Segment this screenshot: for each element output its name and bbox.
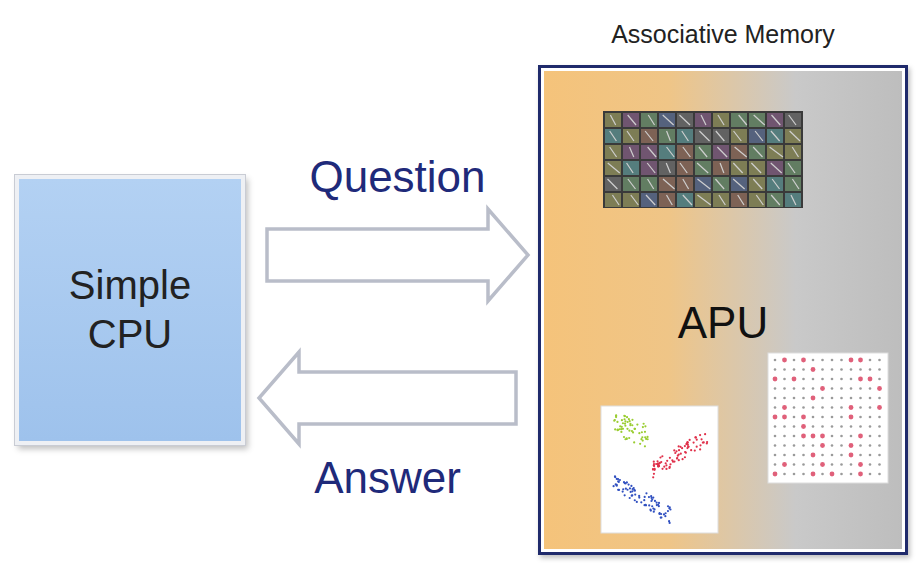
edge-label: Question (309, 155, 485, 199)
node-heading: Associative Memory (521, 20, 917, 49)
block-arrow (267, 209, 528, 301)
memory-box: Associative MemoryAPU (538, 65, 908, 555)
block-arrow (259, 352, 516, 444)
edge-label: Answer (314, 456, 461, 500)
matrix-plot (768, 353, 888, 483)
scatter-plot (601, 406, 718, 533)
node-label: Simple CPU (50, 261, 210, 359)
filter-grid (603, 111, 803, 208)
scatter-points (612, 414, 708, 524)
node-label: APU (541, 298, 905, 348)
matrix-points (773, 358, 882, 477)
cpu-box: Simple CPU (15, 175, 245, 445)
